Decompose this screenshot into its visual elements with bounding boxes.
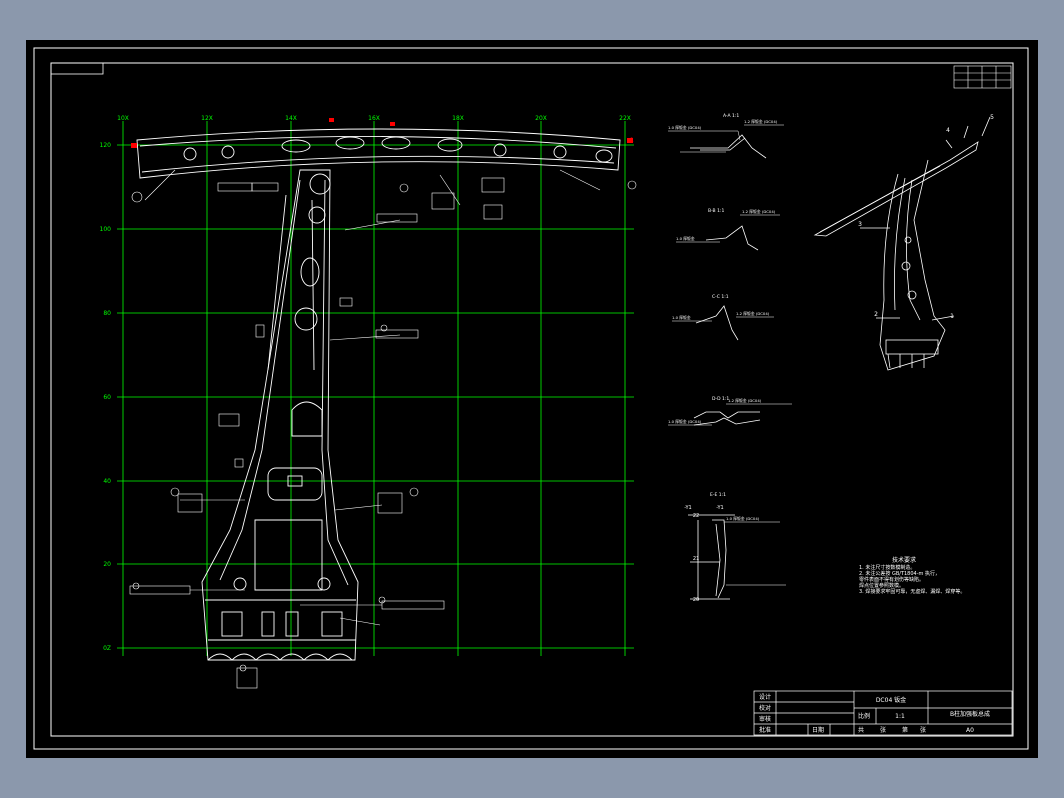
outer-frame <box>33 47 1029 750</box>
sheet-index-label: 第 <box>902 726 908 734</box>
sheet-index-unit: 张 <box>920 726 926 734</box>
section-b-profile <box>705 225 759 251</box>
iso-callout-number: 5 <box>990 114 994 121</box>
approver-label: 批准 <box>759 726 771 734</box>
pillar-annotations <box>129 169 637 689</box>
grid-col-label: 20X <box>535 115 547 122</box>
grid-row-label: 60 <box>103 394 111 401</box>
grid-row-label: 80 <box>103 310 111 317</box>
date-label: 日期 <box>812 726 824 734</box>
section-e-axis-label: -Y1 <box>716 505 723 511</box>
section-e-axis-label: 20 <box>693 597 699 603</box>
section-e-axis-label: -Y1 <box>684 505 691 511</box>
section-label: D-D 1:1 <box>712 396 729 402</box>
section-texts: A-A 1:1 1.0 厚钣金 (DC04) 1.2 厚钣金 (DC04) B-B 1… <box>668 113 778 603</box>
section-note: 1.0 厚钣金 (DC04) <box>668 419 702 424</box>
iso-callout-number: 4 <box>946 127 950 134</box>
grid-row-label: 40 <box>103 478 111 485</box>
sheet-count-label: 共 <box>858 726 864 734</box>
grid-col-label: 18X <box>452 115 464 122</box>
section-e-profile <box>712 519 727 599</box>
tech-note-line: 2. 未注公差按 GB/T1804-m 执行， <box>859 570 940 577</box>
section-views <box>688 134 767 600</box>
section-note: 1.2 厚钣金 (DC04) <box>744 119 778 124</box>
reviewer-label: 审核 <box>759 715 771 723</box>
section-note: 1.0 厚钣金 (DC04) <box>726 516 760 521</box>
coordinate-grid <box>117 121 634 656</box>
checker-label: 校对 <box>759 704 771 712</box>
grid-col-label: 22X <box>619 115 631 122</box>
section-note: 1.0 厚钣金 <box>676 236 695 241</box>
tech-note-line: 零件表面不得有划伤等缺陷。 <box>859 576 924 583</box>
revision-table <box>953 65 1012 89</box>
drawing-title: B柱加强板总成 <box>950 710 990 718</box>
scalloped-edge <box>207 653 353 661</box>
pillar-outline <box>201 169 359 661</box>
section-note: 1.0 厚钣金 <box>672 315 691 320</box>
tech-note-line: 1. 未注尺寸按数模制造。 <box>859 564 915 571</box>
section-note: 1.2 厚钣金 (DC04) <box>742 209 776 214</box>
grid-row-label: 100 <box>100 226 112 233</box>
sheet-number: A0 <box>966 727 974 734</box>
iso-callouts: 1 2 3 4 5 <box>858 114 994 320</box>
section-leaders <box>668 124 792 586</box>
grid-col-label: 10X <box>117 115 129 122</box>
grid-col-label: 12X <box>201 115 213 122</box>
section-label: B-B 1:1 <box>708 208 724 214</box>
drawing-canvas <box>26 40 1038 758</box>
inner-frame <box>50 62 1014 737</box>
material-value: DC04 钣金 <box>876 696 906 704</box>
iso-callout-number: 1 <box>950 313 954 320</box>
grid-row-label: 120 <box>100 142 112 149</box>
grid-row-label: 0Z <box>103 645 111 652</box>
grid-row-labels: 120 100 80 60 40 20 0Z <box>100 142 112 652</box>
title-block-text: 设计 校对 审核 批准 日期 DC04 钣金 比例 1:1 B柱加强板总成 共 … <box>759 693 990 734</box>
tech-note-line: 焊点位置参照数模。 <box>859 582 904 589</box>
section-a-profile <box>690 134 767 159</box>
tech-notes: 技术要求 1. 未注尺寸按数模制造。 2. 未注公差按 GB/T1804-m 执… <box>859 556 965 595</box>
iso-view <box>813 116 991 371</box>
section-label: E-E 1:1 <box>710 492 726 498</box>
section-label: A-A 1:1 <box>723 113 739 119</box>
section-note: 1.2 厚钣金 (DC04) <box>728 398 762 403</box>
section-note: 1.0 厚钣金 (DC04) <box>668 125 702 130</box>
grid-col-label: 14X <box>285 115 297 122</box>
sheet-id-box <box>50 62 104 75</box>
iso-callout-number: 3 <box>858 221 862 228</box>
section-e-axis-label: 21 <box>693 556 699 562</box>
iso-callout-number: 2 <box>874 311 878 318</box>
section-d-profile <box>693 411 760 419</box>
section-label: C-C 1:1 <box>712 294 729 300</box>
designer-label: 设计 <box>759 693 771 701</box>
grid-markers <box>131 118 633 148</box>
scale-value: 1:1 <box>895 713 905 720</box>
tech-note-line: 3. 焊接要求牢固可靠，无虚焊、漏焊、焊穿等。 <box>859 588 965 595</box>
main-pillar-view <box>136 128 621 661</box>
tech-notes-title: 技术要求 <box>892 556 916 564</box>
grid-col-label: 16X <box>368 115 380 122</box>
section-note: 1.2 厚钣金 (DC04) <box>736 311 770 316</box>
title-block <box>753 690 1013 736</box>
section-c-profile <box>695 305 739 341</box>
section-e-axis-label: 22 <box>693 513 699 519</box>
grid-row-label: 20 <box>103 561 111 568</box>
roof-rail-outline <box>136 128 621 179</box>
scale-label: 比例 <box>858 712 870 720</box>
sheet-count-unit: 张 <box>880 726 886 734</box>
